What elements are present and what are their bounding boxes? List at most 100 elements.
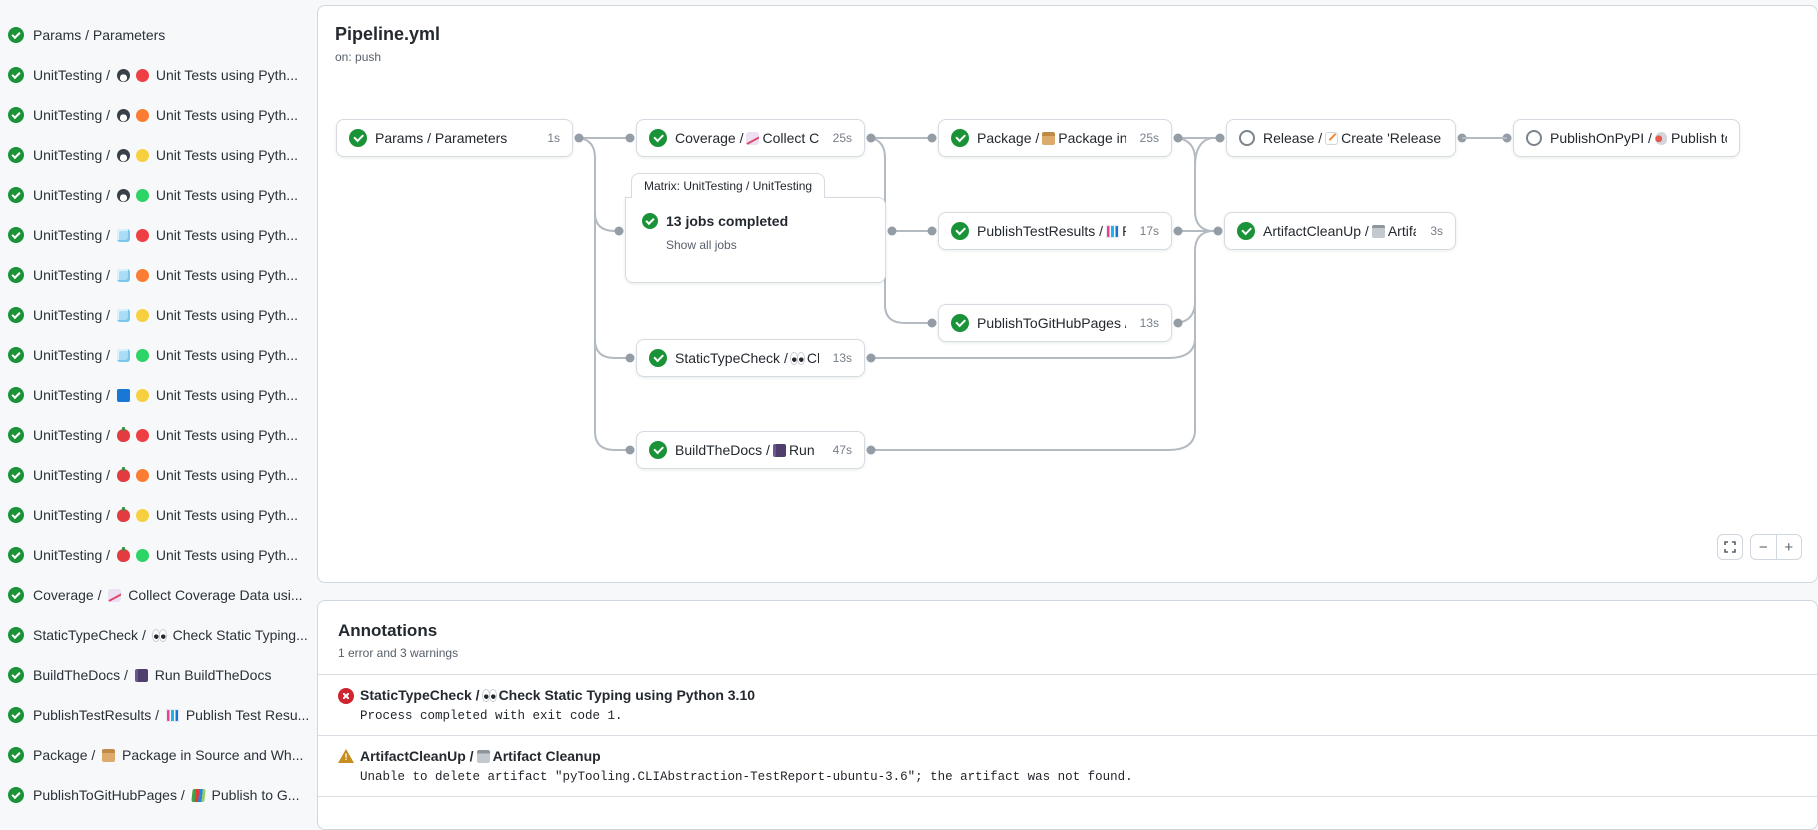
graph-node-statictypecheck[interactable]: StaticTypeCheck / Chec...13s [636, 339, 865, 377]
success-icon [8, 787, 24, 803]
dot-red-icon [135, 229, 149, 242]
annotation-title-link[interactable]: ArtifactCleanUp / Artifact Cleanup [360, 748, 601, 764]
dot-orange-icon [135, 269, 149, 282]
graph-node-publishtogithubpages[interactable]: PublishToGitHubPages / ...13s [938, 304, 1172, 342]
zoom-controls: − + [1750, 534, 1802, 560]
success-icon [8, 67, 24, 83]
graph-node-buildthedocs[interactable]: BuildTheDocs / Run Buil...47s [636, 431, 865, 469]
skipped-icon [1239, 130, 1255, 146]
sidebar-job-link[interactable]: UnitTesting / Unit Tests using Pyth... [8, 495, 308, 535]
package-icon [1042, 131, 1056, 145]
node-duration: 3s [1430, 224, 1443, 238]
apple-icon [116, 467, 130, 482]
success-icon [8, 587, 24, 603]
annotation-title-link[interactable]: StaticTypeCheck / Check Static Typing us… [360, 687, 756, 703]
graph-node-package[interactable]: Package / Package in So...25s [938, 119, 1172, 157]
dot-red-icon [135, 69, 149, 82]
node-duration: 25s [832, 131, 852, 145]
success-icon [649, 349, 667, 367]
graph-node-publishonpypi[interactable]: PublishOnPyPI / Publish to ... [1513, 119, 1740, 157]
sidebar-job-link[interactable]: UnitTesting / Unit Tests using Pyth... [8, 535, 308, 575]
warning-icon [338, 749, 354, 763]
sidebar-job-link[interactable]: StaticTypeCheck / Check Static Typing... [8, 615, 308, 655]
dot-yellow-icon [135, 509, 149, 522]
ice-icon [116, 229, 130, 242]
success-icon [8, 627, 24, 643]
dot-yellow-icon [135, 389, 149, 402]
apple-icon [116, 427, 130, 442]
sidebar-job-link[interactable]: UnitTesting / Unit Tests using Pyth... [8, 95, 308, 135]
workflow-file-title: Pipeline.yml [335, 24, 441, 44]
sidebar-job-link[interactable]: UnitTesting / Unit Tests using Pyth... [8, 335, 308, 375]
sidebar-job-label: UnitTesting / Unit Tests using Pyth... [33, 107, 298, 123]
success-icon [8, 387, 24, 403]
graph-node-coverage[interactable]: Coverage / Collect Cove...25s [636, 119, 865, 157]
dot-orange-icon [135, 109, 149, 122]
zoom-out-button[interactable]: − [1751, 535, 1777, 559]
sidebar-job-link[interactable]: UnitTesting / Unit Tests using Pyth... [8, 255, 308, 295]
success-icon [8, 707, 24, 723]
zoom-in-button[interactable]: + [1784, 538, 1794, 556]
penguin-icon [116, 109, 130, 122]
success-icon [8, 267, 24, 283]
sidebar-job-label: UnitTesting / Unit Tests using Pyth... [33, 67, 298, 83]
sidebar-job-label: UnitTesting / Unit Tests using Pyth... [33, 187, 298, 203]
sidebar-job-link[interactable]: Package / Package in Source and Wh... [8, 735, 308, 775]
graph-node-artifactcleanup[interactable]: ArtifactCleanUp / Artifac... 3s [1224, 212, 1456, 250]
fullscreen-icon [1724, 541, 1736, 553]
sidebar-job-link[interactable]: BuildTheDocs / Run BuildTheDocs [8, 655, 308, 695]
node-duration: 17s [1139, 224, 1159, 238]
sidebar-job-link[interactable]: UnitTesting / Unit Tests using Pyth... [8, 175, 308, 215]
sidebar-job-link[interactable]: Coverage / Collect Coverage Data usi... [8, 575, 308, 615]
sidebar-job-link[interactable]: UnitTesting / Unit Tests using Pyth... [8, 375, 308, 415]
show-all-jobs-link[interactable]: Show all jobs [666, 238, 737, 252]
success-icon [8, 347, 24, 363]
sidebar-job-link[interactable]: UnitTesting / Unit Tests using Pyth... [8, 135, 308, 175]
success-icon [8, 427, 24, 443]
annotation-item: ArtifactCleanUp / Artifact CleanupUnable… [318, 735, 1817, 797]
eyes-icon [152, 629, 166, 642]
chart-up-icon [746, 131, 760, 145]
sidebar-job-label: UnitTesting / Unit Tests using Pyth... [33, 147, 298, 163]
apple-icon [116, 547, 130, 562]
book-icon [772, 443, 786, 457]
penguin-icon [116, 149, 130, 162]
success-icon [951, 222, 969, 240]
ice-icon [116, 309, 130, 322]
sidebar-job-link[interactable]: UnitTesting / Unit Tests using Pyth... [8, 295, 308, 335]
dot-yellow-icon [135, 309, 149, 322]
sidebar-job-link[interactable]: UnitTesting / Unit Tests using Pyth... [8, 55, 308, 95]
eyes-icon [482, 689, 496, 702]
sidebar-job-link[interactable]: UnitTesting / Unit Tests using Pyth... [8, 455, 308, 495]
graph-node-publishtestresults[interactable]: PublishTestResults / Pu... 17s [938, 212, 1172, 250]
workflow-trigger: on: push [335, 50, 382, 64]
node-label: ArtifactCleanUp / Artifac... [1263, 223, 1416, 239]
annotations-header: Annotations 1 error and 3 warnings [318, 601, 1817, 674]
success-icon [8, 547, 24, 563]
windows-icon [116, 389, 130, 402]
sidebar-job-link[interactable]: Params / Parameters [8, 15, 308, 55]
success-icon [8, 227, 24, 243]
success-icon [1237, 222, 1255, 240]
node-label: PublishTestResults / Pu... [977, 223, 1126, 239]
sidebar-job-link[interactable]: PublishTestResults / Publish Test Resu..… [8, 695, 308, 735]
sidebar-job-label: UnitTesting / Unit Tests using Pyth... [33, 467, 298, 483]
sidebar-job-label: Params / Parameters [33, 27, 166, 43]
annotation-body: StaticTypeCheck / Check Static Typing us… [360, 687, 755, 723]
fullscreen-button[interactable] [1717, 534, 1743, 560]
sidebar-job-link[interactable]: UnitTesting / Unit Tests using Pyth... [8, 215, 308, 255]
success-icon [649, 441, 667, 459]
sidebar-job-link[interactable]: PublishToGitHubPages / Publish to G... [8, 775, 308, 815]
node-duration: 47s [832, 443, 852, 457]
node-label: StaticTypeCheck / Chec... [675, 350, 819, 366]
barchart-icon [165, 709, 179, 722]
apple-icon [116, 507, 130, 522]
node-duration: 25s [1139, 131, 1159, 145]
penguin-icon [116, 189, 130, 202]
graph-node-release[interactable]: Release / Create 'Release P... [1226, 119, 1456, 157]
sidebar-job-link[interactable]: UnitTesting / Unit Tests using Pyth... [8, 415, 308, 455]
graph-edges [574, 133, 1512, 455]
